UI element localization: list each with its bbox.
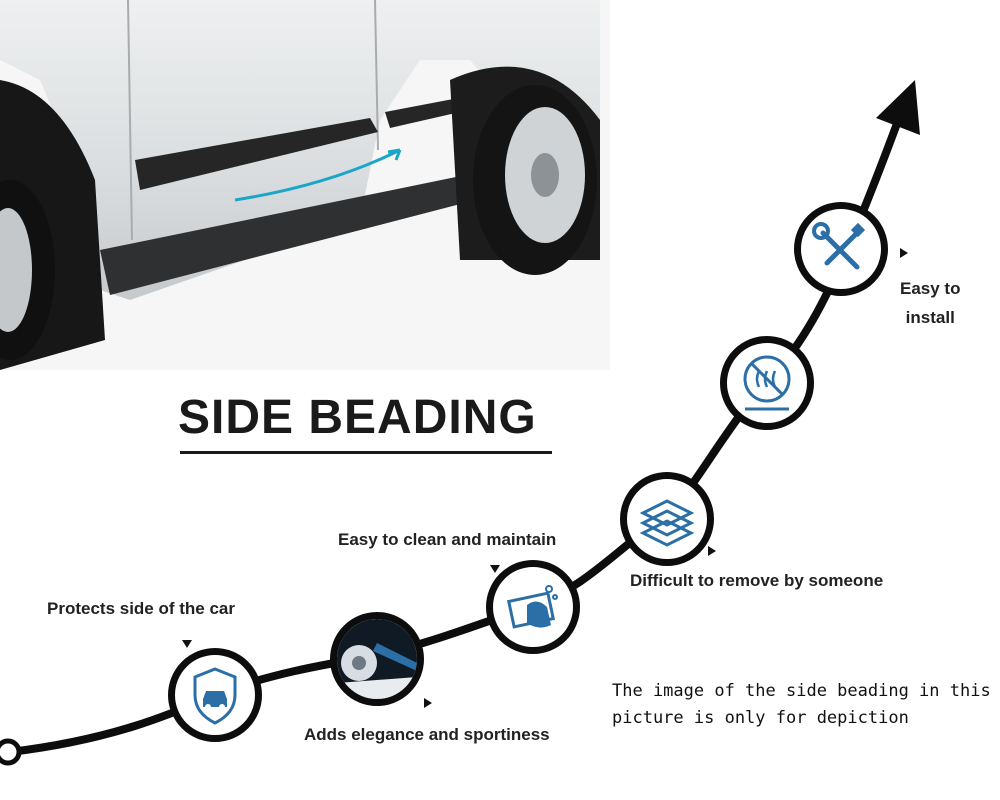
car-shield-icon <box>168 648 262 742</box>
pointer-marker <box>490 565 500 573</box>
curve-start-dot <box>0 738 22 766</box>
tools-icon <box>794 202 888 296</box>
pointer-marker <box>182 640 192 648</box>
layers-icon <box>620 472 714 566</box>
car-side-photo <box>0 0 610 370</box>
feature-label-protects: Protects side of the car <box>47 599 236 618</box>
pointer-marker <box>424 698 432 708</box>
wheel-beading-icon <box>330 612 424 706</box>
feature-label-remove: Difficult to remove by someone <box>630 571 884 590</box>
wiping-hand-icon <box>486 560 580 654</box>
no-heat-icon <box>720 336 814 430</box>
feature-label-elegance: Adds elegance and sportiness <box>304 725 550 744</box>
title-underline <box>180 451 552 454</box>
pointer-marker <box>900 248 908 258</box>
arrow-head <box>876 80 920 135</box>
feature-label-clean: Easy to clean and maintain <box>338 530 557 549</box>
car-illustration <box>0 0 610 370</box>
disclaimer-text: The image of the side beading in this pi… <box>612 681 991 728</box>
feature-label-install: Easy to install <box>900 279 961 327</box>
page-title: SIDE BEADING <box>178 391 537 444</box>
pointer-marker <box>708 546 716 556</box>
curve-line <box>6 106 906 756</box>
